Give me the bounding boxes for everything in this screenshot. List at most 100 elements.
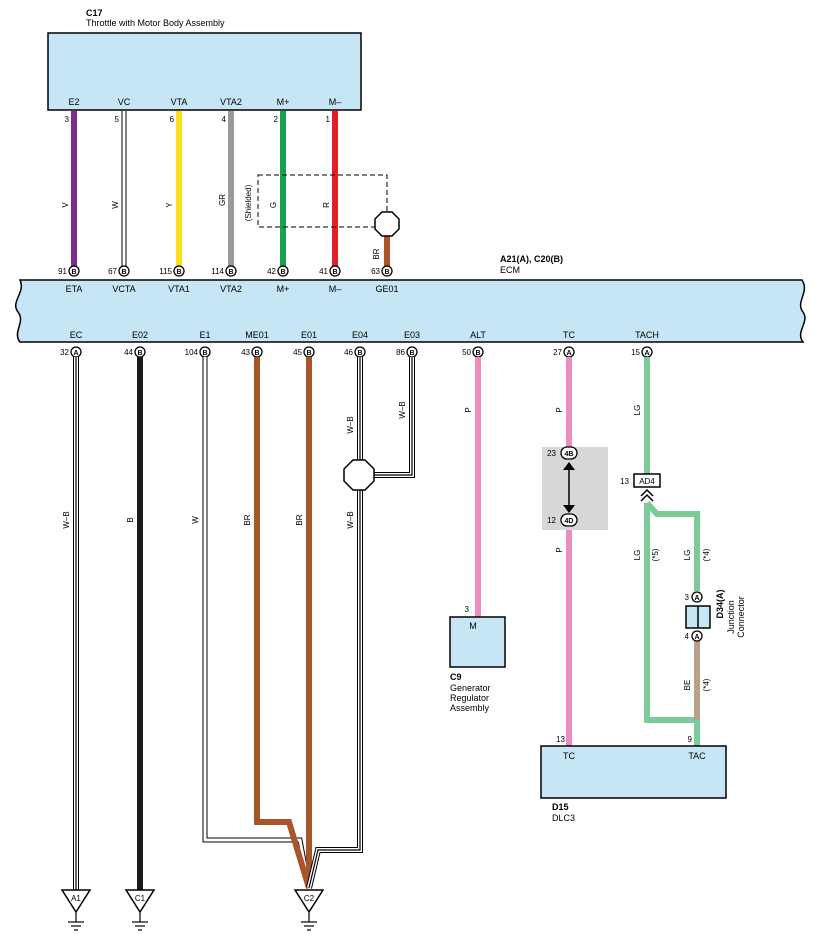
ecm-top-terminal: VTA2: [220, 284, 242, 294]
ecm-bottom-connector-letter: B: [254, 350, 259, 357]
dlc3-pin-9: 9: [688, 735, 693, 744]
ecm-top-pin: 67: [108, 267, 117, 276]
wire-me01: [254, 357, 312, 889]
bottom-wire-color: P: [464, 407, 473, 412]
dlc3-box: [540, 745, 727, 799]
ecm-bottom-pin: 45: [293, 348, 302, 357]
ecm-bottom-terminal: TACH: [635, 330, 659, 340]
tach-left-note: (*5): [651, 548, 660, 561]
tach-left-color: LG: [633, 550, 642, 561]
bottom-wire-color: W–B: [346, 511, 355, 528]
throttle-terminal: M+: [277, 97, 290, 107]
ecm-bottom-connector-letter: B: [202, 350, 207, 357]
ecm-bottom-connector-letter: A: [566, 350, 571, 357]
bottom-wire-color: B: [126, 517, 135, 522]
throttle-terminal: M–: [329, 97, 342, 107]
wire-splice-ground-core: [307, 490, 362, 889]
tach-be-note: (*4): [702, 678, 711, 691]
ecm-bottom-pin: 15: [631, 348, 640, 357]
ecm-bottom-connector-letter: A: [73, 350, 78, 357]
ecm-bottom-terminal: E1: [199, 330, 210, 340]
generator-name-1: Generator: [450, 683, 491, 693]
dlc3-code: D15: [552, 802, 569, 812]
ground-splice: [343, 459, 375, 491]
d34-bottom-connector-letter: A: [694, 634, 699, 641]
ecm-top-connector: [118, 265, 130, 277]
throttle-pin: 3: [65, 115, 70, 124]
junction-arrow-up: [563, 462, 575, 470]
d34-top-pin: 3: [685, 593, 690, 602]
ecm-top-terminal: M+: [277, 284, 290, 294]
d34-bottom-pin: 4: [685, 632, 690, 641]
junction-bottom-connector: [560, 513, 578, 527]
ecm-top-connector-letter: B: [121, 269, 126, 276]
ecm-bottom-pin: 27: [553, 348, 562, 357]
ecm-bottom-terminal: TC: [563, 330, 575, 340]
bottom-wire-color: BR: [243, 514, 252, 525]
ecm-top-terminal: VTA1: [168, 284, 190, 294]
ecm-bottom-pin: 46: [344, 348, 353, 357]
throttle-name: Throttle with Motor Body Assembly: [86, 18, 225, 28]
ecm-bottom-pin: 44: [124, 348, 133, 357]
top-wire-color: G: [269, 202, 278, 208]
ecm-bottom-pin: 86: [396, 348, 405, 357]
wire-e03-stripe: [374, 357, 413, 476]
ecm-top-connector: [68, 265, 80, 277]
d34-code: D34(A): [715, 589, 725, 618]
wire-splice-ground: [306, 490, 363, 889]
top-wire-color: BR: [372, 248, 381, 259]
ecm-name: ECM: [500, 265, 520, 275]
ad4-label: AD4: [639, 477, 655, 486]
ground-label: A1: [71, 894, 81, 903]
generator-name-3: Assembly: [450, 703, 490, 713]
bottom-wire-color: W–B: [346, 416, 355, 433]
ground-symbol: [293, 889, 325, 914]
generator-name-2: Regulator: [450, 693, 489, 703]
top-wire-color: GR: [218, 194, 227, 206]
ecm-bottom-pin: 43: [241, 348, 250, 357]
shield-box: [257, 174, 388, 228]
ecm-top-connector: [225, 265, 237, 277]
generator-pin: 3: [465, 605, 470, 614]
ecm-bottom-terminal: E03: [404, 330, 420, 340]
bottom-wire-color: W: [191, 516, 200, 524]
d34-bottom-connector: [691, 630, 703, 642]
throttle-pin: 1: [326, 115, 331, 124]
ground-label: C1: [135, 894, 146, 903]
ecm-top-connector: [381, 265, 393, 277]
junction-bottom-pin: 12: [547, 516, 556, 525]
ecm-bottom-terminal: ALT: [470, 330, 486, 340]
ecm-box: [15, 279, 806, 343]
d34-name-1: Junction: [726, 600, 736, 634]
tach-right-color: LG: [683, 550, 692, 561]
ecm-top-pin: 91: [58, 267, 67, 276]
ecm-top-connector-letter: B: [71, 269, 76, 276]
tach-be-color: BE: [683, 680, 692, 691]
bottom-wire-color: BR: [295, 514, 304, 525]
ground-symbol: [60, 889, 92, 914]
bottom-wire-color: P: [555, 407, 564, 412]
ecm-top-terminal: ETA: [66, 284, 83, 294]
throttle-pin: 2: [274, 115, 279, 124]
ecm-bottom-terminal: ME01: [245, 330, 269, 340]
ecm-bottom-pin: 104: [185, 348, 199, 357]
ecm-bottom-connector-letter: B: [306, 350, 311, 357]
bottom-wire-color: W–B: [398, 401, 407, 418]
ecm-bottom-pin: 32: [60, 348, 69, 357]
ecm-top-connector: [329, 265, 341, 277]
top-wire-color: Y: [165, 202, 174, 208]
top-wire-color: V: [61, 202, 70, 208]
throttle-box: [47, 32, 362, 111]
dlc3-terminal-tc: TC: [563, 751, 575, 761]
wire-tach-right: [644, 500, 700, 591]
bottom-wire-color: LG: [633, 405, 642, 416]
throttle-terminal: VTA: [171, 97, 188, 107]
generator-terminal: M: [469, 621, 477, 631]
ecm-bottom-terminal: E04: [352, 330, 368, 340]
ecm-bottom-connector-letter: A: [644, 350, 649, 357]
d34-top-connector-letter: A: [694, 595, 699, 602]
ecm-top-connector-letter: B: [176, 269, 181, 276]
wire-splice-ground-stripe: [308, 490, 361, 889]
top-wire-color: W: [111, 201, 120, 209]
